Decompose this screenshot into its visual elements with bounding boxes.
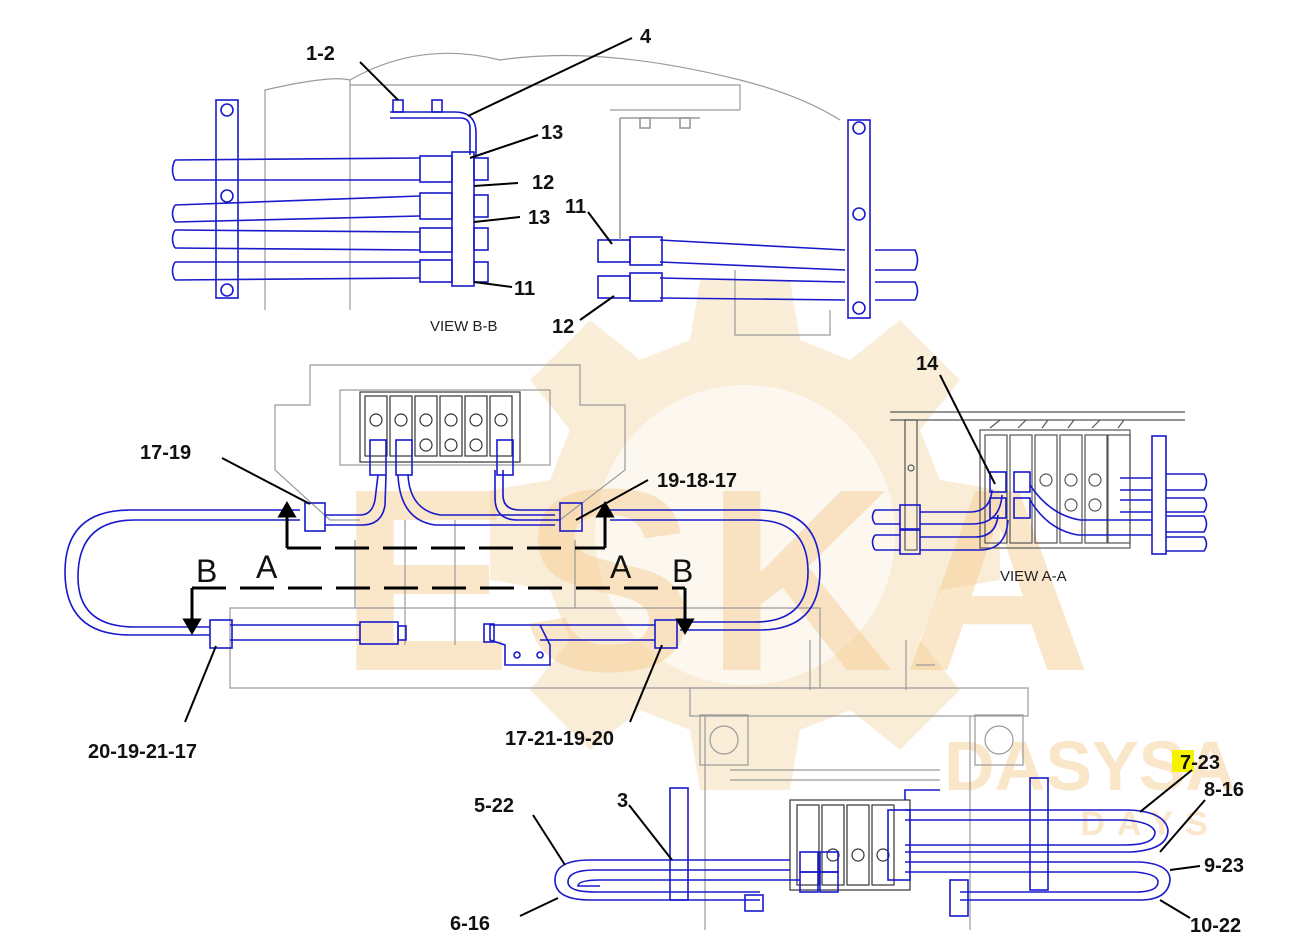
callout-11-lower: 11 [514, 278, 535, 300]
lower-hoses [554, 777, 1171, 917]
view-b-b-leaders [359, 37, 633, 321]
lower-valve-block [789, 799, 911, 891]
main-plan-leaders [184, 457, 663, 723]
callout-11-side: 11 [565, 196, 586, 218]
view-a-a-label: VIEW A-A [1000, 568, 1067, 585]
section-letter-a-left: A [256, 549, 278, 585]
lower-assembly-frame [689, 640, 1029, 930]
callout-13-lower: 13 [528, 207, 550, 229]
view-a-a: 14 VIEW A-A [871, 353, 1208, 585]
main-valve-block [359, 391, 521, 463]
callout-3: 3 [617, 790, 628, 812]
main-hoses [64, 439, 821, 666]
callout-17-21-19-20: 17-21-19-20 [505, 728, 614, 750]
callout-12-upper: 12 [532, 172, 554, 194]
section-lines [182, 501, 695, 635]
watermark: ESKA DASYSA DAYS [339, 280, 1236, 843]
callout-9-23: 9-23 [1204, 855, 1244, 877]
callout-5-22: 5-22 [474, 795, 514, 817]
section-letter-b-right: B [672, 553, 693, 589]
view-b-b-frame [264, 52, 841, 336]
callout-10-22: 10-22 [1190, 915, 1241, 937]
callout-8-16: 8-16 [1204, 779, 1244, 801]
section-letter-b-left: B [196, 553, 217, 589]
callout-19-18-17: 19-18-17 [657, 470, 737, 492]
callout-1-2: 1-2 [306, 43, 335, 65]
view-b-b-hoses [171, 99, 489, 299]
callout-20-19-21-17: 20-19-21-17 [88, 741, 197, 763]
callout-17-19: 17-19 [140, 442, 191, 464]
callout-4: 4 [640, 26, 652, 48]
lower-assembly-leaders [519, 769, 1206, 919]
view-a-a-hoses [871, 435, 1208, 555]
callout-6-16: 6-16 [450, 913, 490, 935]
watermark-brand: ESKA [339, 436, 1101, 726]
lower-assembly: 3 5-22 6-16 7-23 8-16 9-23 10-22 [450, 640, 1244, 937]
view-b-b: 1-2 4 13 12 13 11 11 12 VIEW B-B [171, 26, 919, 338]
view-a-a-leader-14 [939, 374, 996, 485]
view-b-b-label: VIEW B-B [430, 318, 498, 335]
callout-12-side: 12 [552, 316, 574, 338]
callout-7-23: 7-23 [1180, 752, 1220, 774]
view-b-b-side [597, 117, 919, 319]
callout-13-upper: 13 [541, 122, 563, 144]
main-plan-view: B A A B 17-19 19-18-17 20-19-21-17 17-21… [64, 364, 821, 763]
callout-14: 14 [916, 353, 939, 375]
highlight-7-23 [1172, 750, 1194, 772]
section-letter-a-right: A [610, 549, 632, 585]
